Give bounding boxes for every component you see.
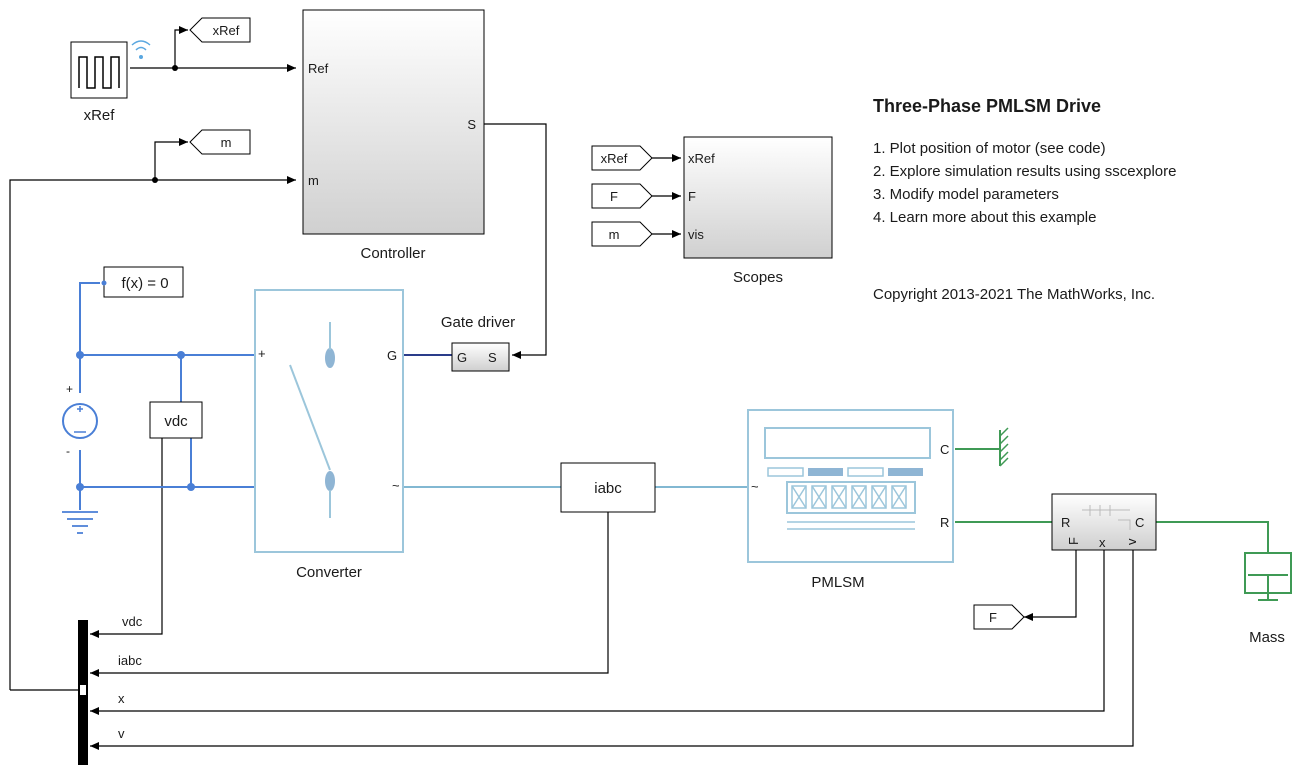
pmlsm-port-c: C bbox=[940, 442, 949, 457]
iabc-sensor-block[interactable]: iabc bbox=[560, 462, 656, 513]
scopes-label: Scopes bbox=[733, 269, 783, 286]
goto-m-label: m bbox=[221, 135, 232, 150]
converter-label: Converter bbox=[296, 564, 362, 581]
scopes-port-f: F bbox=[688, 189, 696, 204]
vdc-sensor-label: vdc bbox=[164, 413, 188, 430]
mux-label-iabc: iabc bbox=[118, 653, 142, 668]
goto-f-label: F bbox=[989, 610, 997, 625]
converter-port-plus: + bbox=[258, 346, 266, 361]
controller-label: Controller bbox=[360, 245, 425, 262]
vdc-sensor-block[interactable]: vdc bbox=[149, 401, 203, 439]
annotation: Three-Phase PMLSM Drive 1. Plot position… bbox=[873, 96, 1176, 303]
converter-port-ac: ~ bbox=[392, 478, 400, 493]
from-m[interactable]: m bbox=[591, 221, 653, 247]
from-f[interactable]: F bbox=[591, 183, 653, 209]
motion-sensor-port-c: C bbox=[1135, 515, 1144, 530]
pmlsm-port-ac: ~ bbox=[751, 479, 759, 494]
wireless-icon bbox=[131, 40, 151, 59]
xref-source-label: xRef bbox=[84, 107, 116, 124]
mechanical-reference-icon[interactable] bbox=[990, 427, 1009, 467]
xref-source-block[interactable]: xRef bbox=[70, 41, 128, 124]
mux-label-v: v bbox=[118, 726, 125, 741]
gate-driver-port-g: G bbox=[457, 350, 467, 365]
gate-driver-block[interactable]: G S Gate driver bbox=[441, 314, 515, 372]
note-3[interactable]: 3. Modify model parameters bbox=[873, 186, 1059, 203]
mux-block[interactable]: vdc iabc x v bbox=[78, 614, 143, 765]
motion-sensor-port-r: R bbox=[1061, 515, 1070, 530]
controller-port-m: m bbox=[308, 173, 319, 188]
converter-port-g: G bbox=[387, 348, 397, 363]
pmlsm-port-r: R bbox=[940, 515, 949, 530]
goto-m[interactable]: m bbox=[189, 129, 251, 155]
solver-config-block[interactable]: f(x) = 0 bbox=[101, 266, 184, 298]
pmlsm-block[interactable]: C R ~ PMLSM bbox=[747, 409, 954, 591]
source-minus: - bbox=[66, 444, 70, 458]
pmlsm-label: PMLSM bbox=[811, 574, 864, 591]
mass-block[interactable]: Mass bbox=[1244, 552, 1292, 646]
controller-port-ref: Ref bbox=[308, 61, 329, 76]
gate-driver-label: Gate driver bbox=[441, 314, 515, 331]
note-2[interactable]: 2. Explore simulation results using ssce… bbox=[873, 163, 1176, 180]
copyright: Copyright 2013-2021 The MathWorks, Inc. bbox=[873, 286, 1155, 303]
source-plus: + bbox=[66, 382, 73, 396]
mux-label-x: x bbox=[118, 691, 125, 706]
converter-block[interactable]: + G ~ Converter bbox=[254, 289, 404, 581]
signal-lines bbox=[9, 26, 1134, 750]
ground-icon[interactable] bbox=[62, 511, 98, 534]
mux-label-vdc: vdc bbox=[122, 614, 143, 629]
solver-label: f(x) = 0 bbox=[121, 275, 168, 292]
controller-block[interactable]: Ref m S Controller bbox=[302, 9, 485, 262]
from-f-label: F bbox=[610, 189, 618, 204]
motion-sensor-port-x: x bbox=[1099, 535, 1106, 550]
goto-f[interactable]: F bbox=[973, 604, 1025, 630]
goto-xref[interactable]: xRef bbox=[189, 17, 251, 43]
motion-sensor-port-v: v bbox=[1124, 538, 1139, 545]
scopes-block[interactable]: xRef F vis Scopes bbox=[683, 136, 833, 286]
electrical-lines bbox=[76, 282, 1269, 553]
scopes-port-xref: xRef bbox=[688, 151, 715, 166]
motion-sensor-port-f: F bbox=[1066, 537, 1081, 545]
gate-driver-port-s: S bbox=[488, 350, 497, 365]
goto-xref-label: xRef bbox=[213, 23, 240, 38]
note-4[interactable]: 4. Learn more about this example bbox=[873, 209, 1096, 226]
motion-sensor-block[interactable]: R C F x v bbox=[1051, 493, 1157, 551]
note-1[interactable]: 1. Plot position of motor (see code) bbox=[873, 140, 1106, 157]
from-xref[interactable]: xRef bbox=[591, 145, 653, 171]
scopes-port-vis: vis bbox=[688, 227, 704, 242]
controller-port-s: S bbox=[467, 117, 476, 132]
model-title: Three-Phase PMLSM Drive bbox=[873, 96, 1101, 116]
from-m-label: m bbox=[609, 227, 620, 242]
from-xref-label: xRef bbox=[601, 151, 628, 166]
iabc-sensor-label: iabc bbox=[594, 480, 622, 497]
mass-label: Mass bbox=[1249, 629, 1285, 646]
dc-voltage-source[interactable]: + - bbox=[62, 382, 98, 458]
